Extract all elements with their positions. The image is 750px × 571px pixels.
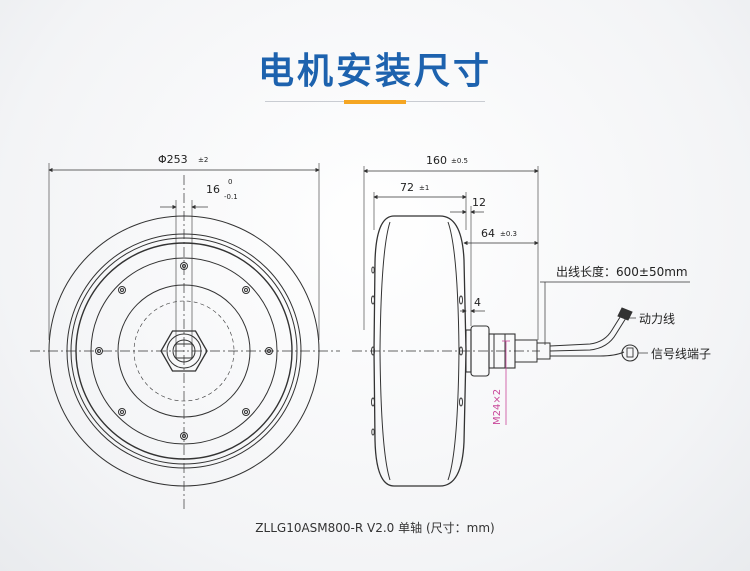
keyway-width-label: 16 (206, 183, 220, 196)
front-view (30, 163, 340, 510)
diameter-label: Φ253 (158, 153, 188, 166)
thread-callout (502, 340, 510, 425)
shaft-length-tolerance: ±0.3 (500, 230, 517, 238)
shaft-length-label: 64 (481, 227, 495, 240)
signal-terminal-label: 信号线端子 (651, 347, 711, 361)
diameter-tolerance: ±2 (198, 156, 208, 164)
shaft-step-label: 12 (472, 196, 486, 209)
keyway-tol-lower: -0.1 (224, 193, 238, 201)
side-view (352, 166, 690, 487)
title-accent-bar (344, 100, 406, 104)
keyway-tol-upper: 0 (228, 178, 232, 186)
thread-label: M24×2 (492, 389, 503, 425)
hub-width-label: 72 (400, 181, 414, 194)
cable-length-label: 出线长度：600±50mm (556, 264, 688, 279)
overall-width-tolerance: ±0.5 (451, 157, 468, 165)
power-wire-label: 动力线 (639, 312, 675, 326)
hub-width-tolerance: ±1 (419, 184, 429, 192)
bolt-holes (95, 262, 273, 440)
drawing-caption: ZLLG10ASM800-R V2.0 单轴 (尺寸：mm) (255, 521, 495, 535)
flat-width-label: 4 (474, 296, 481, 309)
overall-width-label: 160 (426, 154, 447, 167)
page-title: 电机安装尺寸 (257, 51, 492, 92)
rim-slots (371, 266, 463, 436)
